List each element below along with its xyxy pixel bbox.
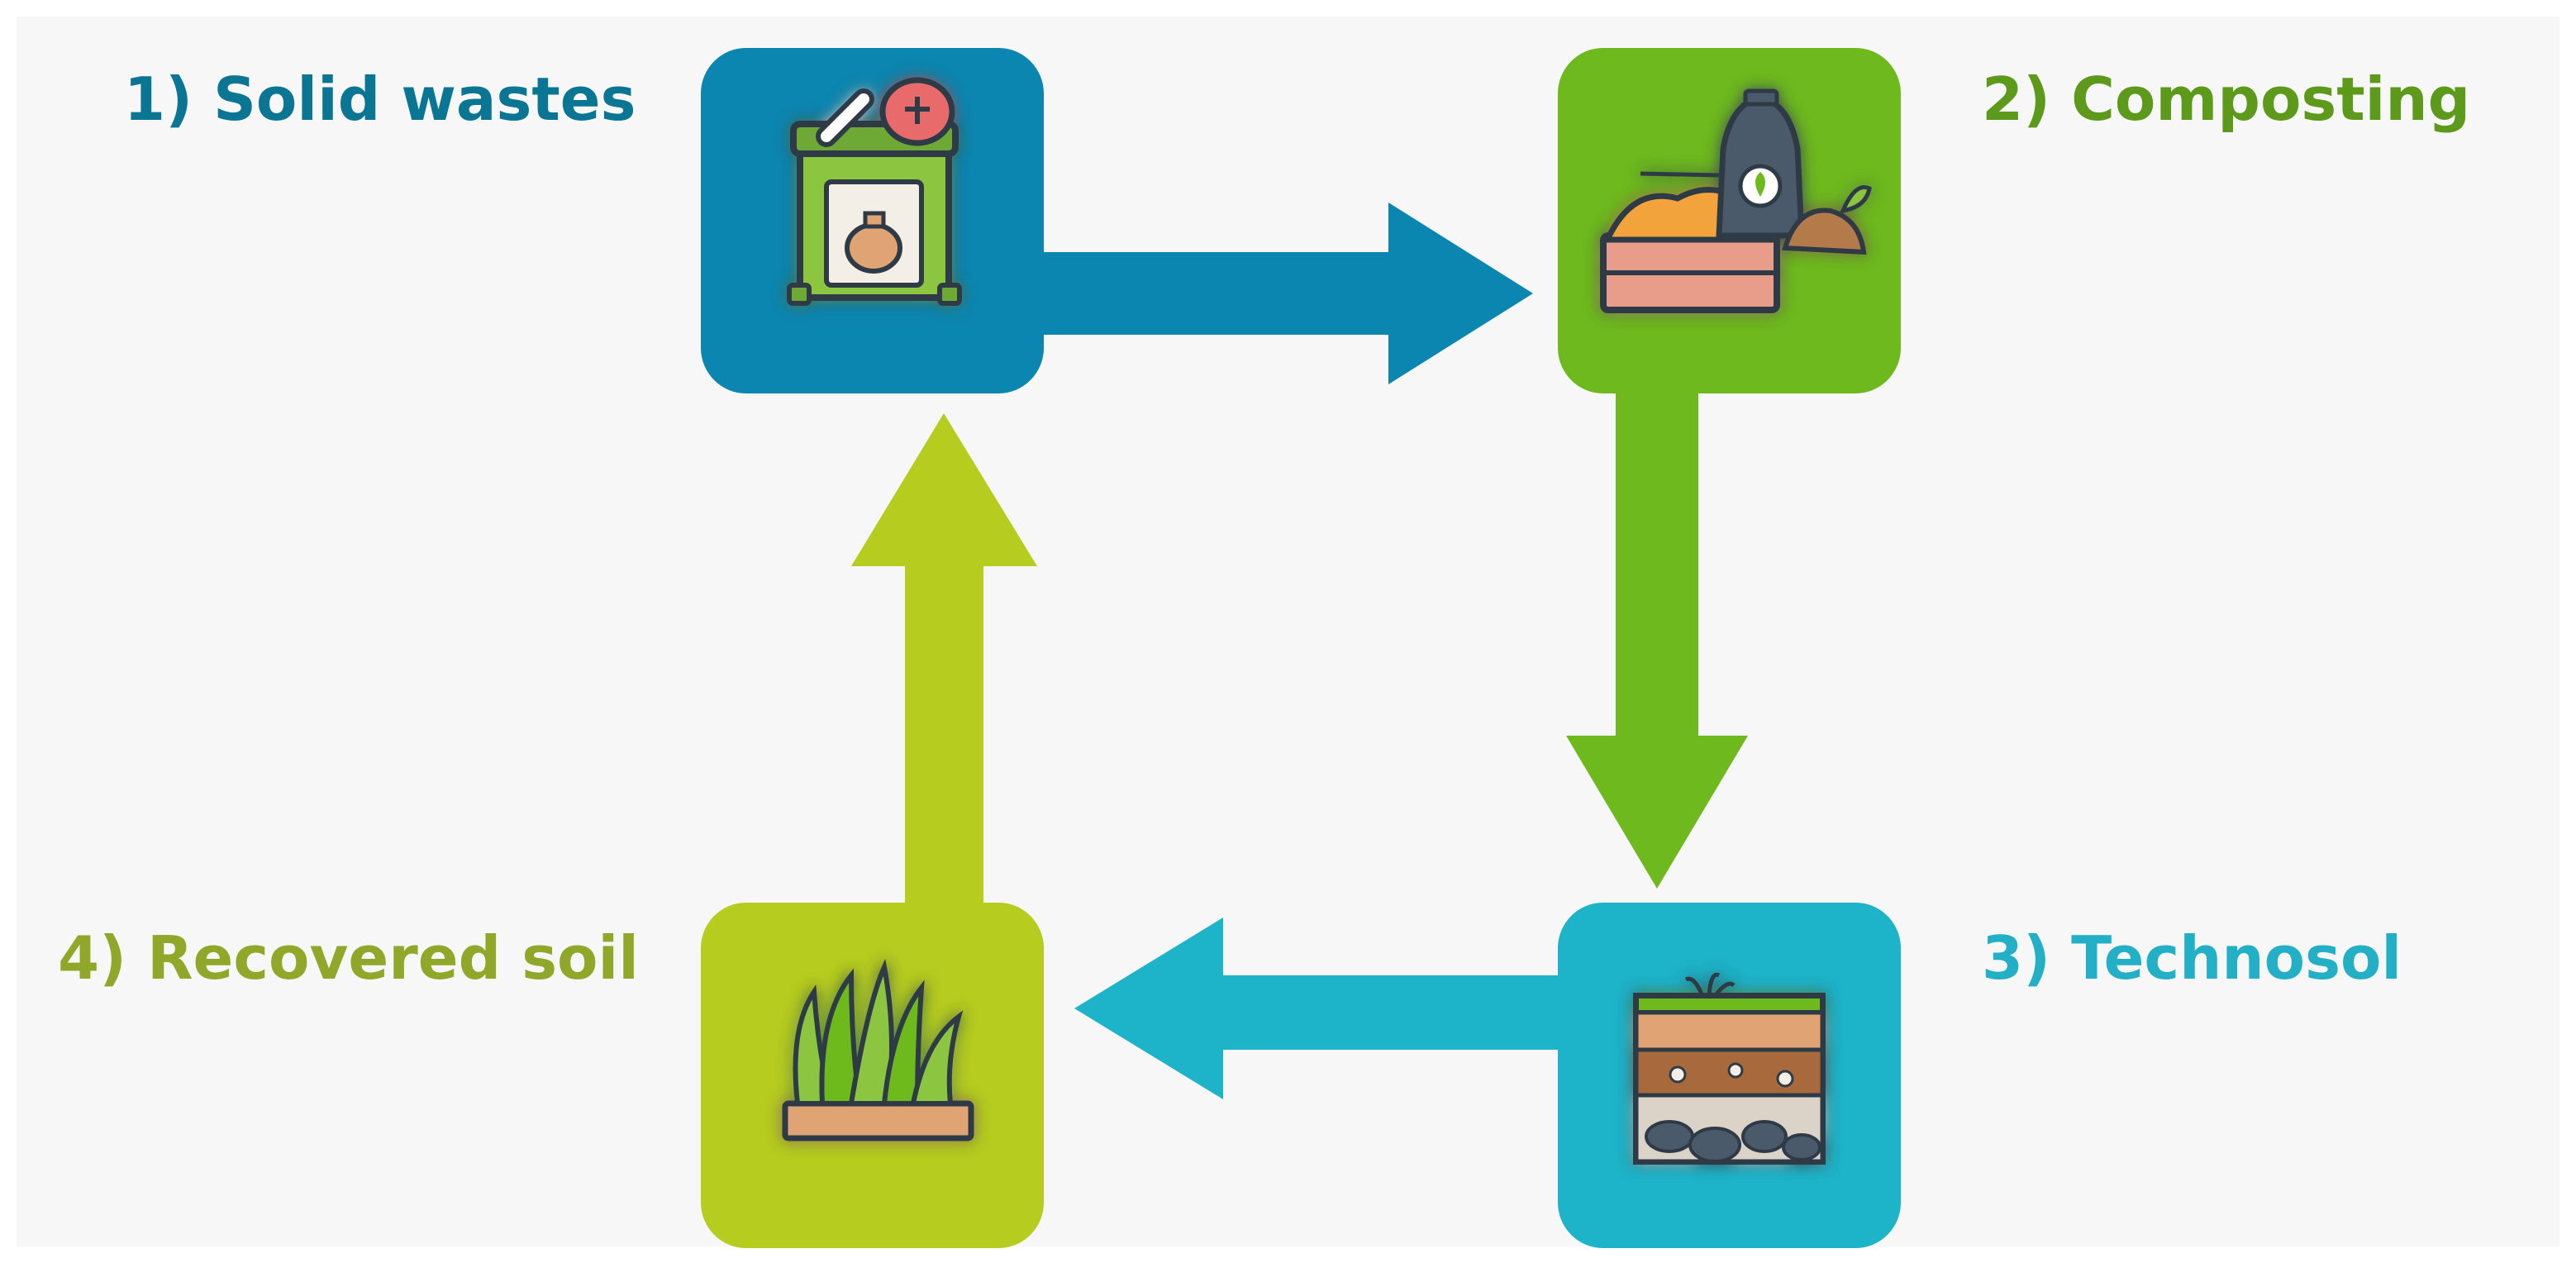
stage-label-solid-wastes: 1) Solid wastes [124, 64, 636, 134]
stage-label-composting: 2) Composting [1982, 64, 2471, 134]
soil-layers-icon [1633, 972, 1826, 1165]
arrow-composting-to-technosol [1566, 388, 1748, 889]
arrow-wastes-to-composting [1033, 203, 1533, 384]
arrow-technosol-to-recovered-soil [1074, 917, 1566, 1099]
compost-icon [1600, 88, 1872, 313]
stage-label-technosol: 3) Technosol [1982, 923, 2402, 993]
arrow-recovered-soil-to-wastes [851, 413, 1037, 905]
stage-label-recovered-soil: 4) Recovered soil [58, 923, 639, 993]
waste-bin-icon [787, 77, 962, 306]
grass-icon [782, 958, 974, 1141]
